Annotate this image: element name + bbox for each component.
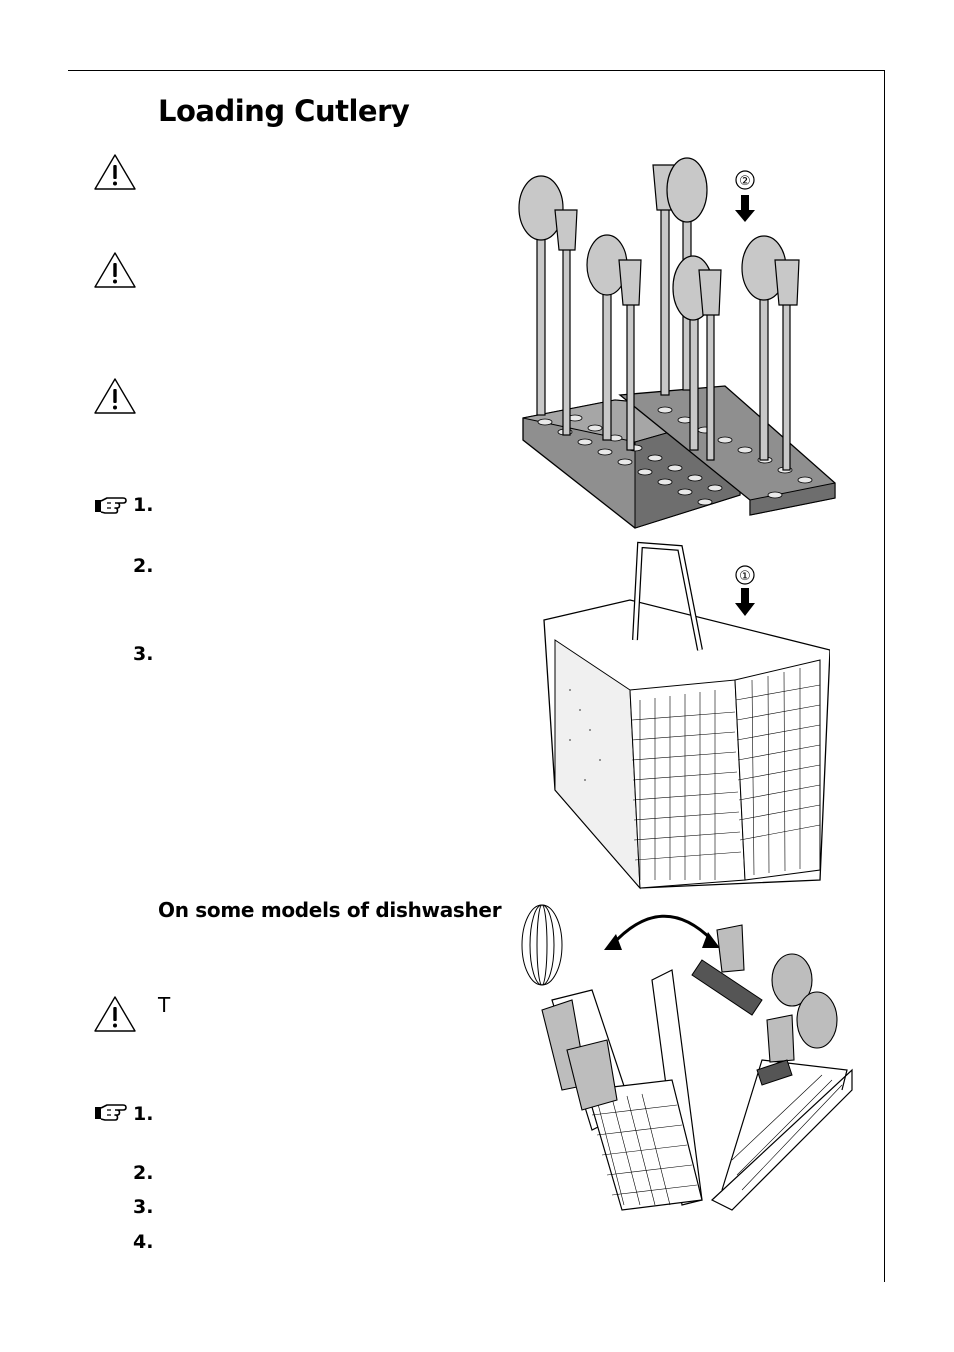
warning-triangle-icon — [94, 154, 136, 190]
pointing-hand-icon — [95, 1104, 127, 1121]
step-number: 3. — [133, 1196, 154, 1218]
figure-callout: ② — [739, 174, 751, 189]
step-number: 4. — [133, 1231, 154, 1253]
folding-basket-figure — [521, 904, 853, 1211]
step-number: 2. — [133, 1162, 154, 1184]
page-title: Loading Cutlery — [158, 94, 410, 128]
step-number: 1. — [133, 1103, 154, 1125]
warning-triangle-icon — [94, 996, 136, 1032]
top-rule — [68, 70, 885, 71]
step-number: 2. — [133, 555, 154, 577]
warning-triangle-icon — [94, 378, 136, 414]
step-number: 1. — [133, 494, 154, 516]
right-rule — [884, 70, 885, 1282]
cutlery-basket-figure: ① — [543, 541, 830, 890]
cutlery-grid-figure: ② — [518, 157, 836, 529]
body-text: T — [158, 993, 171, 1017]
warning-triangle-icon — [94, 252, 136, 288]
figure-callout: ① — [739, 569, 751, 584]
section-subheading: On some models of dishwasher — [158, 898, 502, 922]
pointing-hand-icon — [95, 497, 127, 514]
step-number: 3. — [133, 643, 154, 665]
